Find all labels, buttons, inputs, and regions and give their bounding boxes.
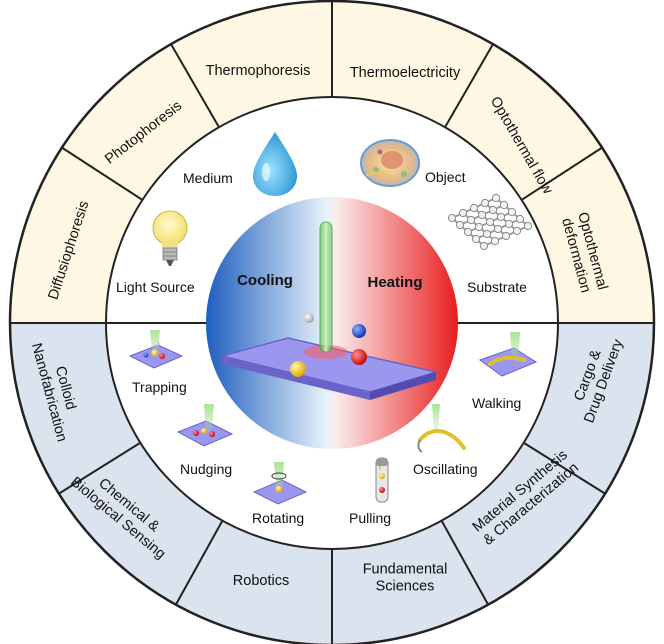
lattice-node: [485, 217, 495, 227]
lattice-node: [504, 219, 514, 229]
cooling-label: Cooling: [237, 272, 293, 289]
top-segment-line: Thermophoresis: [206, 63, 311, 79]
lattice-node: [488, 205, 498, 215]
lattice-node: [471, 234, 481, 244]
lattice-node: [507, 207, 517, 217]
lattice-node: [480, 198, 490, 208]
substrate-plate-side: [370, 372, 436, 400]
particle-blue: [352, 324, 366, 338]
bottom-segment-line: Fundamental: [363, 562, 448, 578]
ring-spoke: [520, 146, 603, 201]
ring-spoke: [523, 441, 606, 495]
label-walking: Walking: [472, 395, 521, 411]
lattice-node: [466, 215, 476, 225]
light-bulb-icon: [152, 210, 188, 266]
ring-dividers: [10, 1, 654, 644]
particle-red: [351, 349, 367, 365]
pulling-icon: [375, 457, 389, 503]
top-segment-label: Thermophoresis: [206, 63, 311, 79]
lattice-node: [469, 203, 479, 213]
particle-yellow: [290, 361, 306, 377]
laser-beam: [319, 221, 333, 353]
ring-spoke: [58, 441, 141, 495]
lattice-node: [491, 193, 501, 203]
lattice-node: [515, 214, 525, 224]
cell-icon: [360, 139, 420, 187]
trapping-icon: [128, 330, 184, 369]
lattice-node: [499, 200, 509, 210]
label-pulling: Pulling: [349, 510, 391, 526]
lattice-node: [501, 231, 511, 241]
particle-white: [304, 313, 314, 323]
ring-spoke: [170, 43, 220, 128]
label-substrate: Substrate: [467, 279, 527, 295]
label-light-source: Light Source: [116, 279, 195, 295]
bottom-segment-label: Robotics: [233, 573, 289, 589]
center-illustration: Cooling Heating: [206, 197, 458, 449]
oscillating-icon: [417, 404, 466, 453]
lattice-node: [463, 227, 473, 237]
walking-icon: [478, 332, 538, 377]
ring-spoke: [61, 146, 144, 201]
lattice-node: [493, 224, 503, 234]
top-segment-label: Thermoelectricity: [350, 65, 461, 81]
label-nudging: Nudging: [180, 461, 232, 477]
substrate-plate-edge: [222, 356, 370, 400]
lattice-node: [496, 212, 506, 222]
lattice-node: [523, 221, 533, 231]
lattice-substrate-icon: [447, 193, 533, 251]
lattice-node: [482, 229, 492, 239]
lattice-node: [477, 210, 487, 220]
bottom-segment-line: Sciences: [376, 579, 435, 595]
top-segment-line: Thermoelectricity: [350, 65, 461, 81]
lattice-node: [455, 220, 465, 230]
label-trapping: Trapping: [132, 379, 187, 395]
ring-spoke: [175, 520, 224, 606]
lattice-node: [458, 208, 468, 218]
water-drop-icon: [253, 132, 297, 196]
rotating-icon: [252, 462, 308, 505]
label-oscillating: Oscillating: [413, 461, 478, 477]
lattice-node: [474, 222, 484, 232]
heating-label: Heating: [367, 274, 422, 291]
label-object: Object: [425, 169, 466, 185]
water-drop-highlight: [262, 163, 270, 181]
lattice-node: [490, 236, 500, 246]
nudging-icon: [176, 404, 234, 447]
lattice-node: [479, 241, 489, 251]
middle-ring-icons: [128, 132, 538, 505]
ring-spoke: [444, 43, 494, 128]
lattice-node: [512, 226, 522, 236]
label-medium: Medium: [183, 170, 233, 186]
label-rotating: Rotating: [252, 510, 304, 526]
middle-ring-labels: Medium Object Light Source Substrate Tra…: [116, 169, 527, 526]
bottom-segment-line: Robotics: [233, 573, 289, 589]
ring-spoke: [440, 520, 489, 606]
lattice-node: [447, 213, 457, 223]
